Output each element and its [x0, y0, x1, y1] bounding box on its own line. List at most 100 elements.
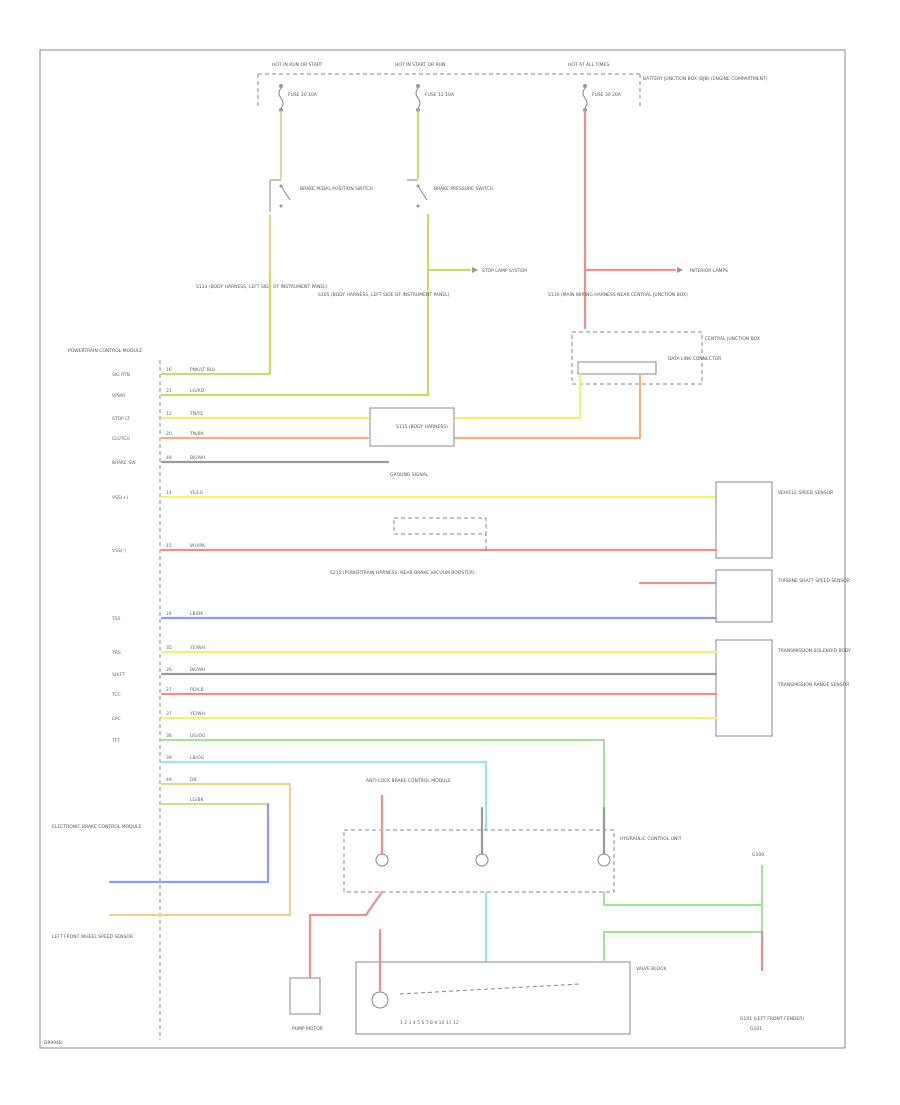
ground-block-sub: G101 — [750, 1026, 762, 1032]
abs-pins: 1 2 3 4 5 6 7 8 9 10 11 12 — [400, 1020, 459, 1026]
pcm-pin-number: 38 — [166, 733, 172, 739]
pump-motor: PUMP MOTOR — [289, 890, 384, 1032]
splice-block — [369, 407, 455, 447]
fuse-c-circuit: INTERIOR LAMPS S110 (MAIN WIRING HARNESS… — [548, 110, 728, 330]
brake-switch-b: BRAKE PRESSURE SWITCH — [434, 186, 493, 192]
pcm-pin-number: 20 — [166, 431, 172, 437]
wire-color-tag: DB — [190, 777, 197, 783]
fuse-c: FUSE 30 20A — [582, 84, 622, 112]
pcm-pin-label: TRS — [111, 650, 121, 656]
brake-switch-a: BRAKE PEDAL POSITION SWITCH — [300, 186, 373, 192]
fuse-c-header: HOT AT ALL TIMES — [568, 62, 609, 68]
to-other-systems-b: STOP LAMP SYSTEM — [482, 268, 527, 274]
fuse-b-circuit: BRAKE PRESSURE SWITCH STOP LAMP SYSTEM S… — [318, 110, 527, 397]
fuse-bus: HOT IN RUN OR START HOT IN START OR RUN … — [257, 62, 768, 108]
central-junction-box: CENTRAL JUNCTION BOX DATA LINK CONNECTOR — [571, 331, 760, 385]
fuse-c-id: FUSE 30 20A — [592, 92, 622, 98]
vss-label: VEHICLE SPEED SENSOR — [778, 490, 833, 496]
data-link-label: DATA LINK CONNECTOR — [668, 356, 721, 362]
fuse-b: FUSE 12 10A — [415, 84, 455, 112]
pcm-pin-number: 49 — [166, 777, 172, 783]
wire-color-tag: YE/WH — [189, 711, 205, 717]
wire-color-tag: LB/OG — [190, 755, 205, 761]
turbine-label: TURBINE SHAFT SPEED SENSOR — [777, 578, 850, 584]
corner-code: D9994B — [44, 1040, 62, 1046]
abs-module-note: ANTI-LOCK BRAKE CONTROL MODULE — [366, 778, 451, 784]
ts-label: TRANSMISSION SOLENOID BODY — [777, 648, 851, 654]
to-other-systems-c: INTERIOR LAMPS — [690, 268, 728, 274]
fuse-b-id: FUSE 12 10A — [425, 92, 455, 98]
pcm-pin-label: SHIFT — [112, 672, 125, 678]
splice-e-note: S215 (POWERTRAIN HARNESS, NEAR BRAKE VAC… — [330, 570, 475, 576]
wire-color-tag: LG/BK — [190, 797, 205, 803]
pcm-pin-label: CLUTCH — [112, 436, 130, 442]
fuse-c-panel-note: BATTERY JUNCTION BOX (BJB) (ENGINE COMPA… — [643, 76, 768, 82]
hcu-label: HYDRAULIC CONTROL UNIT — [620, 836, 682, 842]
splice-a-note: S133 (BODY HARNESS, LEFT SIDE OF INSTRUM… — [196, 284, 328, 290]
fuse-a-header: HOT IN RUN OR START — [272, 62, 323, 68]
pcm-pin-number: 14 — [166, 490, 172, 496]
pcm-pin-label: TSS — [111, 616, 121, 622]
valve-block-label: VALVE BLOCK — [636, 966, 667, 972]
pcm-pin-label: BRAKE SW — [112, 460, 136, 466]
vehicle-speed-sensor — [715, 481, 773, 559]
trans-solenoids — [715, 639, 773, 737]
splice-d-note: S115 (BODY HARNESS) — [396, 424, 448, 430]
splice-c-note: S110 (MAIN WIRING HARNESS NEAR CENTRAL J… — [548, 292, 688, 298]
wire-color-tag: YE/WH — [189, 645, 205, 651]
ground-ref-note: GROUND SIGNAL — [390, 472, 429, 478]
pcm-pin-number: 16 — [166, 367, 172, 373]
pcm-pin-number: 27 — [166, 687, 172, 693]
wire-color-tag: YE/LG — [189, 490, 204, 496]
pcm-pin-label: TCC — [111, 692, 121, 698]
hcu-block: HYDRAULIC CONTROL UNIT ANTI-LOCK BRAKE C… — [343, 778, 682, 893]
valve-block: VALVE BLOCK 1 2 3 4 5 6 7 8 9 10 11 12 — [355, 928, 667, 1035]
pcm-pin-number: 37 — [166, 711, 172, 717]
lf-sensor-note: LEFT FRONT WHEEL SPEED SENSOR — [52, 934, 133, 940]
ts-sensor-label: TRANSMISSION RANGE SENSOR — [777, 682, 849, 688]
pcm-pin-number: 15 — [166, 543, 172, 549]
pcm-pin-number: 13 — [166, 411, 172, 417]
wire-color-tag: LG/RD — [190, 388, 205, 394]
harness-rows: S115 (BODY HARNESS) GROUND SIGNAL VEHICL… — [108, 372, 851, 970]
pcm-pin-number: 35 — [166, 645, 172, 651]
ebcm-note: ELECTRONIC BRAKE CONTROL MODULE — [52, 824, 141, 830]
wire-color-tag: WH/PK — [190, 543, 206, 549]
wire-color-tag: BK/WH — [190, 455, 205, 461]
pcm-pin-label: TFT — [111, 738, 120, 744]
fuse-box-central-label: CENTRAL JUNCTION BOX — [705, 336, 760, 342]
pcm-pin-number: 24 — [166, 611, 172, 617]
fuse-b-header: HOT IN START OR RUN — [395, 62, 445, 68]
fuse-a: FUSE 20 10A — [278, 84, 318, 112]
abs-ground-label: G100 — [752, 852, 764, 858]
wire-color-tag: RD/LB — [190, 687, 204, 693]
fuse-a-id: FUSE 20 10A — [288, 92, 318, 98]
ground-right: G100 G101 (LEFT FRONT FENDER) G101 — [602, 852, 804, 1032]
diagram-frame — [39, 49, 846, 1049]
wire-color-tag: TN/BK — [189, 431, 205, 437]
pcm-pin-number: 49 — [166, 455, 172, 461]
wire-color-tag: TN/YE — [189, 411, 203, 417]
fuse-a-circuit: BRAKE PEDAL POSITION SWITCH S133 (BODY H… — [196, 110, 373, 376]
pump-motor-label: PUMP MOTOR — [292, 1026, 323, 1032]
pcm-pin-label: STOP LT — [112, 416, 130, 422]
wire-color-tag: LB/BK — [190, 611, 204, 617]
pcm-pin-label: EPC — [112, 716, 121, 722]
splice-b-note: S105 (BODY HARNESS, LEFT SIDE OF INSTRUM… — [318, 292, 450, 298]
pcm-pin-number: 39 — [166, 755, 172, 761]
pcm-pin-label: VPWR — [112, 393, 125, 399]
wire-color-tag: BK/WH — [190, 667, 205, 673]
wire-color-tag: PNK/LT BLU — [190, 367, 215, 373]
wire-color-tag: DG/OG — [190, 733, 206, 739]
turbine-sensor — [715, 569, 773, 623]
ground-block-label: G101 (LEFT FRONT FENDER) — [740, 1016, 804, 1022]
pcm-pin-label: VSS(+) — [112, 495, 128, 501]
pcm-header: POWERTRAIN CONTROL MODULE — [68, 348, 142, 354]
wire-tag-column: PNK/LT BLU LG/RD TN/YE TN/BK BK/WH YE/LG WH/PK… — [189, 367, 215, 803]
pcm-pin-number: 21 — [166, 388, 172, 394]
pcm-pin-label: VSS(-) — [112, 548, 126, 554]
pcm-pin-number: 26 — [166, 667, 172, 673]
